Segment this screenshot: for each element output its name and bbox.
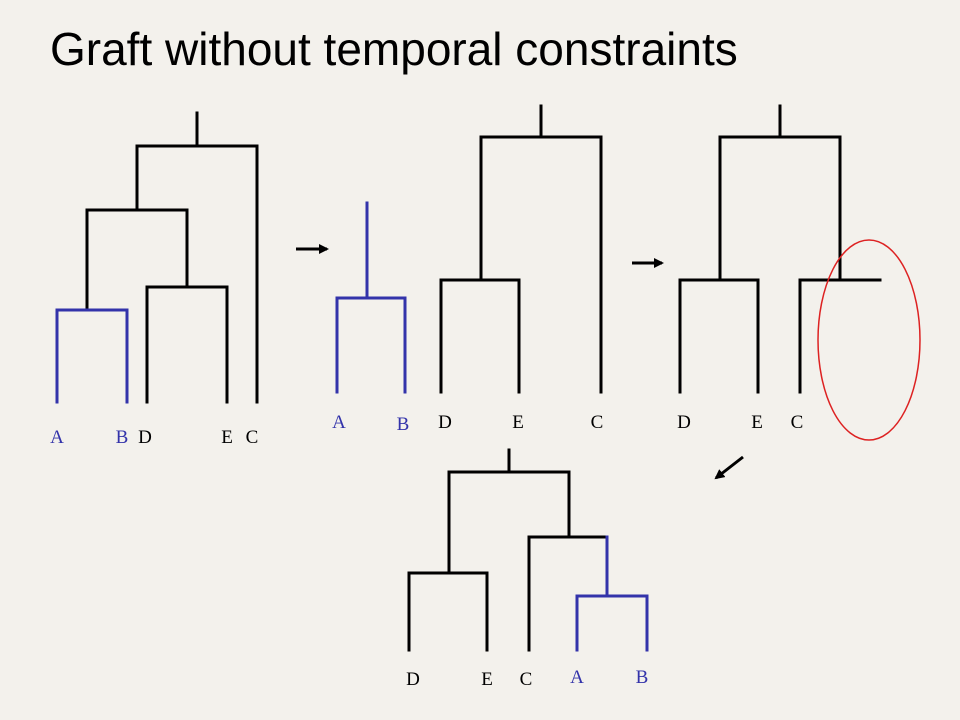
pruned-leaf-a: A [332, 412, 346, 433]
tree-1-leaf-e: E [221, 427, 233, 448]
pruned-subtree [335, 201, 407, 394]
tree-1-leaf-labels: A B D E C [50, 427, 258, 448]
result-leaf-b: B [636, 667, 649, 688]
result-leaf-c: C [520, 669, 533, 690]
tree-3-leaf-e: E [751, 412, 763, 433]
tree-3-leaf-d: D [677, 412, 691, 433]
pruned-leaf-b: B [397, 414, 410, 435]
arrow-down-left [714, 455, 744, 480]
tree-1-leaf-a: A [50, 427, 64, 448]
tree-2-leaf-c: C [591, 412, 604, 433]
tree-1 [55, 111, 259, 404]
tree-2-leaf-e: E [512, 412, 524, 433]
result-leaf-d: D [406, 669, 420, 690]
result-tree [407, 448, 649, 652]
tree-3 [678, 104, 882, 394]
result-leaf-a: A [570, 667, 584, 688]
slide-title: Graft without temporal constraints [50, 23, 738, 75]
tree-1-graft-subtree [55, 308, 129, 404]
tree-2-leaf-d: D [438, 412, 452, 433]
result-graft-subtree [575, 535, 649, 652]
result-leaf-e: E [481, 669, 493, 690]
tree-3-leaf-c: C [791, 412, 804, 433]
graft-point-highlight [817, 239, 921, 441]
tree-1-leaf-d: D [138, 427, 152, 448]
tree-1-leaf-b: B [116, 427, 129, 448]
tree-2 [439, 104, 603, 394]
tree-1-leaf-c: C [246, 427, 259, 448]
